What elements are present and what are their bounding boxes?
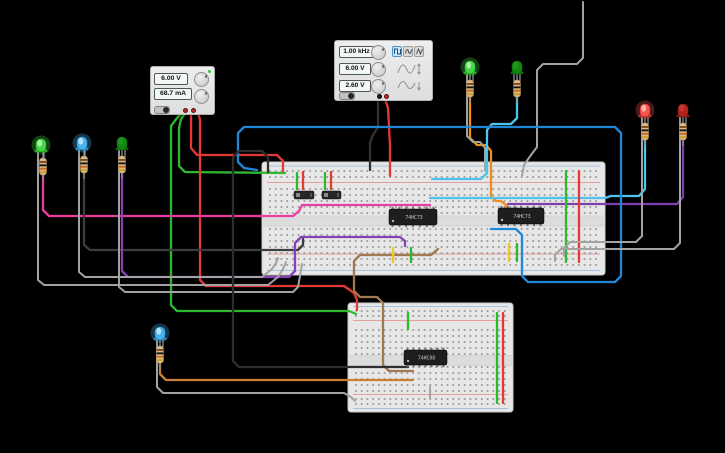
fngen-terminal-signal[interactable] <box>384 94 389 99</box>
chip-label: 74HC08 <box>418 356 435 362</box>
chip-label: 74HC73 <box>513 214 530 220</box>
resistor[interactable] <box>39 152 47 181</box>
wire-psu-red-to-small-bb[interactable] <box>195 109 359 312</box>
green-led[interactable] <box>31 135 51 160</box>
power-indicator-icon <box>208 70 211 73</box>
ic-chip[interactable]: 74HC08 <box>403 347 448 368</box>
wire-led3-signal-purple[interactable] <box>120 171 407 279</box>
fngen-terminal-ground[interactable] <box>377 94 382 99</box>
resistor[interactable] <box>513 74 521 103</box>
psu-terminal-negative[interactable] <box>191 108 196 113</box>
function-generator[interactable]: 1.00 kHz 6.00 V 2.60 V <box>334 40 433 101</box>
fngen-frequency-knob[interactable] <box>371 45 386 60</box>
ic-chip[interactable]: 74HC73 <box>497 205 545 227</box>
fngen-amplitude-knob[interactable] <box>371 62 386 77</box>
wire-led3-cathode-grey[interactable] <box>118 150 303 293</box>
fngen-offset-knob[interactable] <box>371 79 386 94</box>
red-led[interactable] <box>676 103 690 124</box>
resistor[interactable] <box>679 117 687 146</box>
green-led[interactable] <box>115 136 129 157</box>
green-led[interactable] <box>460 57 480 82</box>
wire-fngen-ground[interactable] <box>368 97 380 172</box>
psu-terminal-positive[interactable] <box>183 108 188 113</box>
resistor[interactable] <box>80 150 88 179</box>
power-supply[interactable]: 6.00 V 68.7 mA <box>150 66 215 115</box>
wire-led2-signal-black[interactable] <box>82 171 305 252</box>
blue-led[interactable] <box>72 133 92 158</box>
wire-led6-signal-cyan[interactable] <box>428 138 647 200</box>
square-wave-icon <box>393 48 401 55</box>
switch-knob-icon <box>348 93 354 99</box>
wire-psu-green-to-small-bb[interactable] <box>169 109 358 316</box>
triangle-wave-button[interactable] <box>414 46 424 57</box>
offset-icon <box>397 81 421 92</box>
resistor[interactable] <box>466 74 474 103</box>
wire-psu-green-to-main-bb[interactable] <box>177 109 287 175</box>
wire-blue-feedback[interactable] <box>236 125 623 284</box>
wire-grey-top[interactable] <box>521 1 584 177</box>
ic-chip[interactable]: 74HC73 <box>388 206 438 228</box>
resistor[interactable] <box>641 117 649 146</box>
fngen-offset-display[interactable]: 2.60 V <box>339 80 371 92</box>
sine-wave-button[interactable] <box>403 46 413 57</box>
red-led[interactable] <box>635 100 655 125</box>
fngen-amplitude-display[interactable]: 6.00 V <box>339 63 371 75</box>
psu-current-knob[interactable] <box>194 89 209 104</box>
fngen-power-switch[interactable] <box>339 92 355 100</box>
wire-led4-cathode-grey[interactable] <box>466 74 486 172</box>
wire-black-ground-interboard[interactable] <box>231 149 410 369</box>
psu-current-display[interactable]: 68.7 mA <box>154 88 192 100</box>
triangle-wave-icon <box>415 48 423 55</box>
fngen-frequency-display[interactable]: 1.00 kHz <box>339 46 374 58</box>
square-wave-button[interactable] <box>392 46 402 57</box>
psu-voltage-knob[interactable] <box>194 72 209 87</box>
psu-voltage-display[interactable]: 6.00 V <box>154 73 188 85</box>
wire-led2-cathode-grey[interactable] <box>78 150 279 278</box>
wire-led8-cathode-grey[interactable] <box>156 340 356 402</box>
chip-label: 74HC73 <box>405 215 422 221</box>
slide-switch[interactable] <box>293 190 315 200</box>
switch-knob-icon <box>163 107 169 113</box>
blue-led[interactable] <box>150 323 170 348</box>
resistor[interactable] <box>118 150 126 179</box>
wire-led1-cathode-grey[interactable] <box>37 152 287 286</box>
sine-wave-icon <box>404 49 412 54</box>
green-led[interactable] <box>510 60 524 81</box>
psu-power-switch[interactable] <box>154 106 170 114</box>
amplitude-icon <box>397 63 421 75</box>
resistor[interactable] <box>156 340 164 369</box>
slide-switch[interactable] <box>321 190 342 200</box>
wire-led1-signal-magenta[interactable] <box>41 173 432 218</box>
wire-led7-cathode-grey[interactable] <box>554 117 681 262</box>
